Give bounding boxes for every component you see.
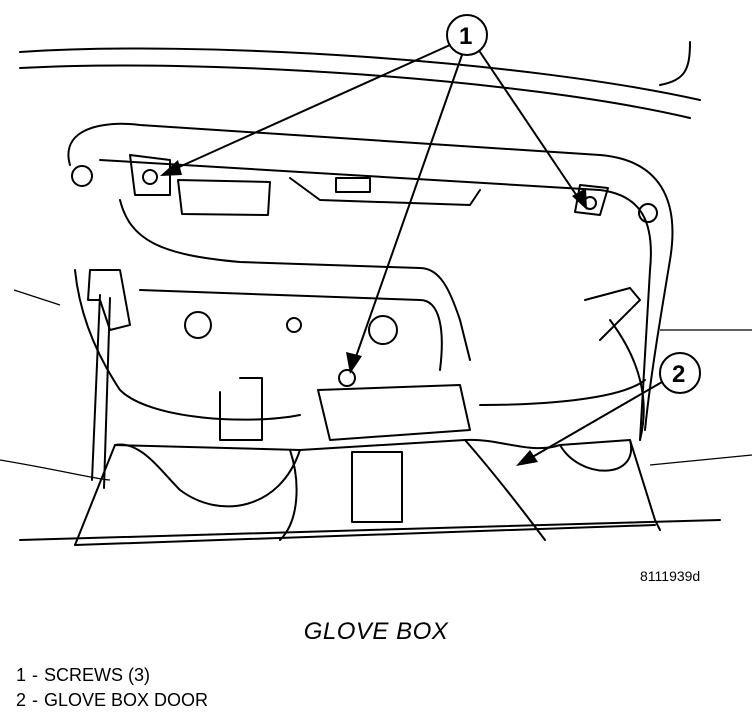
leader-arrow-screw-center [351,54,463,369]
leader-arrow-screw-right [479,51,584,206]
legend-item-label: GLOVE BOX DOOR [44,690,209,710]
figure-id: 8111939d [640,568,701,584]
glove-box-opening [67,122,674,441]
door-check-straps [87,269,645,489]
dashboard-outline [0,41,752,541]
legend-item-separator: - [32,690,39,710]
legend-item: 2 - GLOVE BOX DOOR [16,688,208,713]
callout-1: 1 [160,14,587,374]
legend-item-number: 1 [16,665,27,685]
legend-item-label: SCREWS (3) [44,665,151,685]
legend-item-number: 2 [16,690,27,710]
leader-arrow-screw-left [167,44,451,173]
legend: 1 - SCREWS (3) 2 - GLOVE BOX DOOR [16,663,208,713]
glove-box-door [74,438,661,546]
glove-box-illustration: 1 2 [0,14,752,546]
glove-box-cavity [119,154,609,441]
leader-arrow-door [521,381,663,464]
legend-item-separator: - [32,665,39,685]
callout-1-number: 1 [459,23,472,50]
legend-item: 1 - SCREWS (3) [16,663,208,688]
callout-2-number: 2 [672,361,685,388]
figure-caption: GLOVE BOX [303,618,449,645]
callout-2: 2 [516,352,701,466]
